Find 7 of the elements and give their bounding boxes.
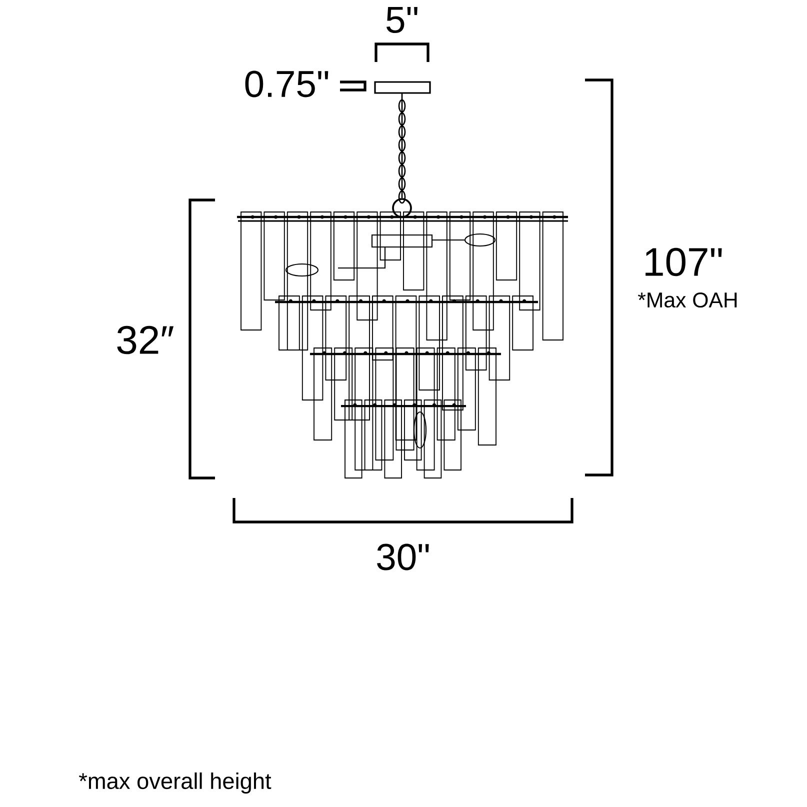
note-label: *Max OAH [638,292,737,308]
footnote: *max overall height [78,772,272,794]
dimension-label: 107" [646,248,722,276]
dimension-label: 0.75" [245,70,328,98]
dimension-label: 5" [386,6,418,34]
dimension-label: 30" [377,544,429,570]
dimension-label: 32″ [117,326,174,354]
